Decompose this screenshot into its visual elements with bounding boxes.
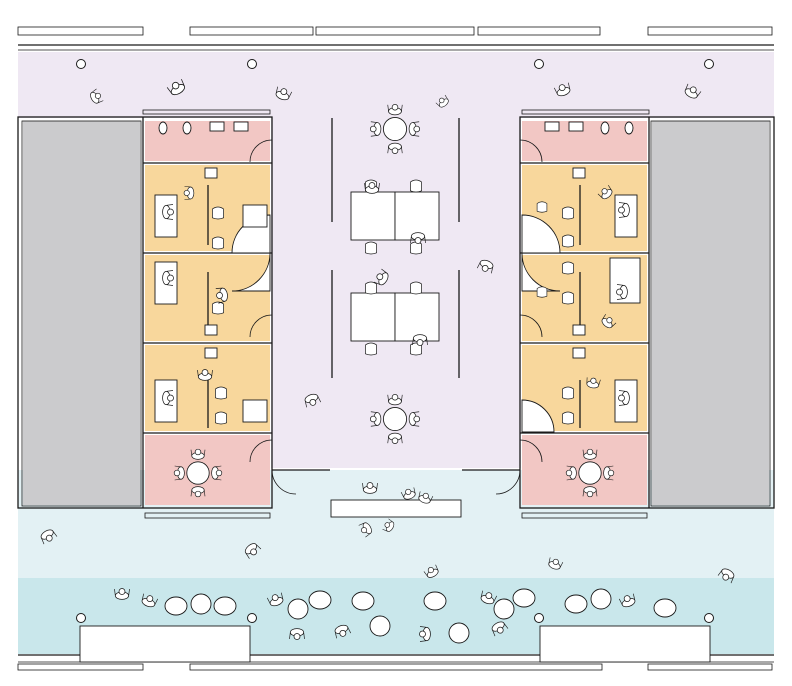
- washroom-fixtures: [158, 121, 634, 135]
- room-fills: [18, 52, 774, 654]
- walls: [17, 26, 775, 671]
- lounge-furniture: [164, 588, 677, 644]
- right-plant-room: [652, 121, 769, 505]
- columns: [76, 59, 714, 623]
- left-plant-room: [23, 121, 140, 505]
- office-furniture: [154, 167, 641, 433]
- entrance-lobby: [18, 470, 774, 578]
- hall-furniture: [174, 104, 614, 496]
